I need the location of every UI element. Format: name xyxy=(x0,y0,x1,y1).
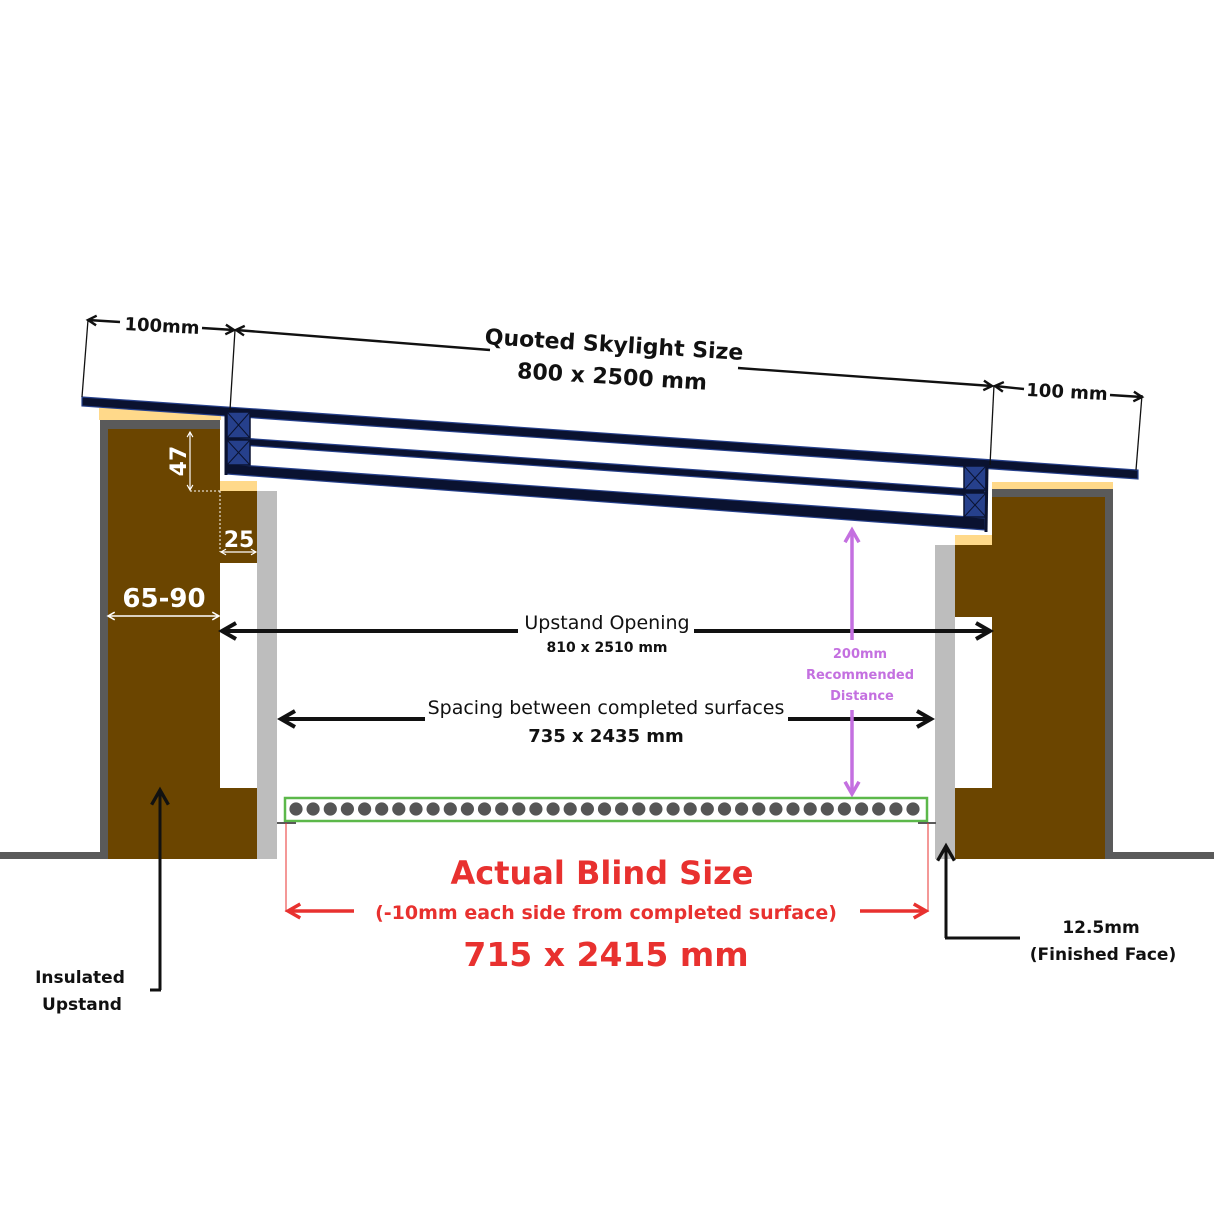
blind-slat-dot xyxy=(580,802,595,816)
blind-slat-dot xyxy=(563,802,577,816)
blind-slat-dot xyxy=(906,802,920,816)
blind-slat-dot xyxy=(289,802,303,816)
upstand-opening-value: 810 x 2510 mm xyxy=(546,640,667,656)
blind-slat-dot xyxy=(597,802,612,816)
right-step-seal xyxy=(955,535,992,545)
blind-slat-dot xyxy=(529,802,543,816)
spacing-label: Spacing between completed surfaces xyxy=(428,697,785,719)
blind-slat-dot xyxy=(752,802,766,816)
right-insulation xyxy=(955,497,1105,859)
step-width-label: 25 xyxy=(224,528,255,553)
blind-slat-dot xyxy=(717,802,732,816)
blind-slat-dot xyxy=(889,802,903,816)
blind-slat-dot xyxy=(683,802,697,816)
right-outer-wall xyxy=(1105,488,1113,859)
blind-slat-dot xyxy=(786,802,800,816)
left-spacer-blocks xyxy=(224,410,251,475)
blind-title: Actual Blind Size xyxy=(450,854,753,892)
blind-note: (-10mm each side from completed surface) xyxy=(375,902,837,924)
blind-slat-dot xyxy=(649,802,663,816)
finished-face-callout: 12.5mm (Finished Face) xyxy=(936,842,1176,965)
blind-slat-dot xyxy=(426,802,440,816)
blind-slat-dot xyxy=(872,802,886,816)
blind-slat-dot xyxy=(375,802,389,816)
blind-size-value: 715 x 2415 mm xyxy=(463,935,748,974)
roof-deck-left xyxy=(0,852,108,859)
blind-slat-dot xyxy=(666,802,680,816)
step-height-label: 47 xyxy=(167,446,192,477)
finished-face-line1: 12.5mm xyxy=(1062,918,1139,938)
left-plasterboard xyxy=(257,491,277,859)
recommended-line2: Recommended xyxy=(806,668,914,683)
blind-slat-dot xyxy=(735,802,749,816)
finished-face-line2: (Finished Face) xyxy=(1030,945,1176,965)
skylight-frame xyxy=(81,396,1139,533)
blind-slat-dot xyxy=(700,802,714,816)
middle-glazing xyxy=(225,436,986,498)
recommended-line1: 200mm xyxy=(833,647,887,662)
blind-slat-dot xyxy=(837,802,852,816)
blind-slat-dot xyxy=(358,802,372,816)
blind-slat-dot xyxy=(392,802,406,816)
blind-slat-dot xyxy=(443,802,457,816)
left-overhang-label: 100mm xyxy=(124,314,200,339)
insulated-upstand-callout: Insulated Upstand xyxy=(35,786,170,1015)
blind-slat-dot xyxy=(855,802,869,816)
roof-deck-right xyxy=(1105,852,1214,859)
blind-slat-dot xyxy=(512,802,526,816)
blind-slat-dot xyxy=(323,802,337,816)
spacing-dimension: Spacing between completed surfaces 735 x… xyxy=(276,697,936,747)
blind-slat-dot xyxy=(409,802,423,816)
left-step-seal xyxy=(220,481,257,491)
right-top-seal xyxy=(992,482,1113,489)
left-outer-wall xyxy=(100,420,108,859)
recommended-line3: Distance xyxy=(830,689,894,704)
insulated-label-line2: Upstand xyxy=(42,995,122,1015)
blind-slat-dot xyxy=(306,802,320,816)
blind-slat-dot xyxy=(632,802,646,816)
blind-slat-dot xyxy=(460,802,474,816)
outer-glazing xyxy=(81,396,1139,480)
roller-blind xyxy=(277,796,936,824)
blind-slat-dot xyxy=(546,802,560,816)
upstand-opening-dimension: Upstand Opening 810 x 2510 mm xyxy=(217,612,995,656)
right-overhang-label: 100 mm xyxy=(1026,380,1108,405)
left-insulation xyxy=(108,429,257,859)
insulated-label-line1: Insulated xyxy=(35,968,125,988)
inner-glazing xyxy=(225,463,986,531)
blind-slat-dot xyxy=(340,802,354,816)
blind-slat-dot xyxy=(820,802,834,816)
blind-slat-dot xyxy=(769,802,783,816)
upstand-opening-label: Upstand Opening xyxy=(524,612,689,634)
quoted-size-value: 800 x 2500 mm xyxy=(516,359,707,396)
right-upstand xyxy=(935,482,1113,859)
blind-slat-dot xyxy=(803,802,817,816)
blind-slats xyxy=(289,802,920,816)
spacing-value: 735 x 2435 mm xyxy=(528,726,684,747)
left-upstand: 47 25 65-90 xyxy=(99,408,277,859)
actual-blind-dimension: Actual Blind Size (-10mm each side from … xyxy=(284,823,930,974)
blind-slat-dot xyxy=(477,802,492,816)
right-spacer-blocks xyxy=(963,465,989,533)
upstand-width-label: 65-90 xyxy=(122,584,205,614)
right-plasterboard xyxy=(935,545,955,859)
blind-slat-dot xyxy=(615,802,629,816)
recommended-distance-dimension: 200mm Recommended Distance xyxy=(806,526,914,798)
blind-slat-dot xyxy=(495,802,509,816)
